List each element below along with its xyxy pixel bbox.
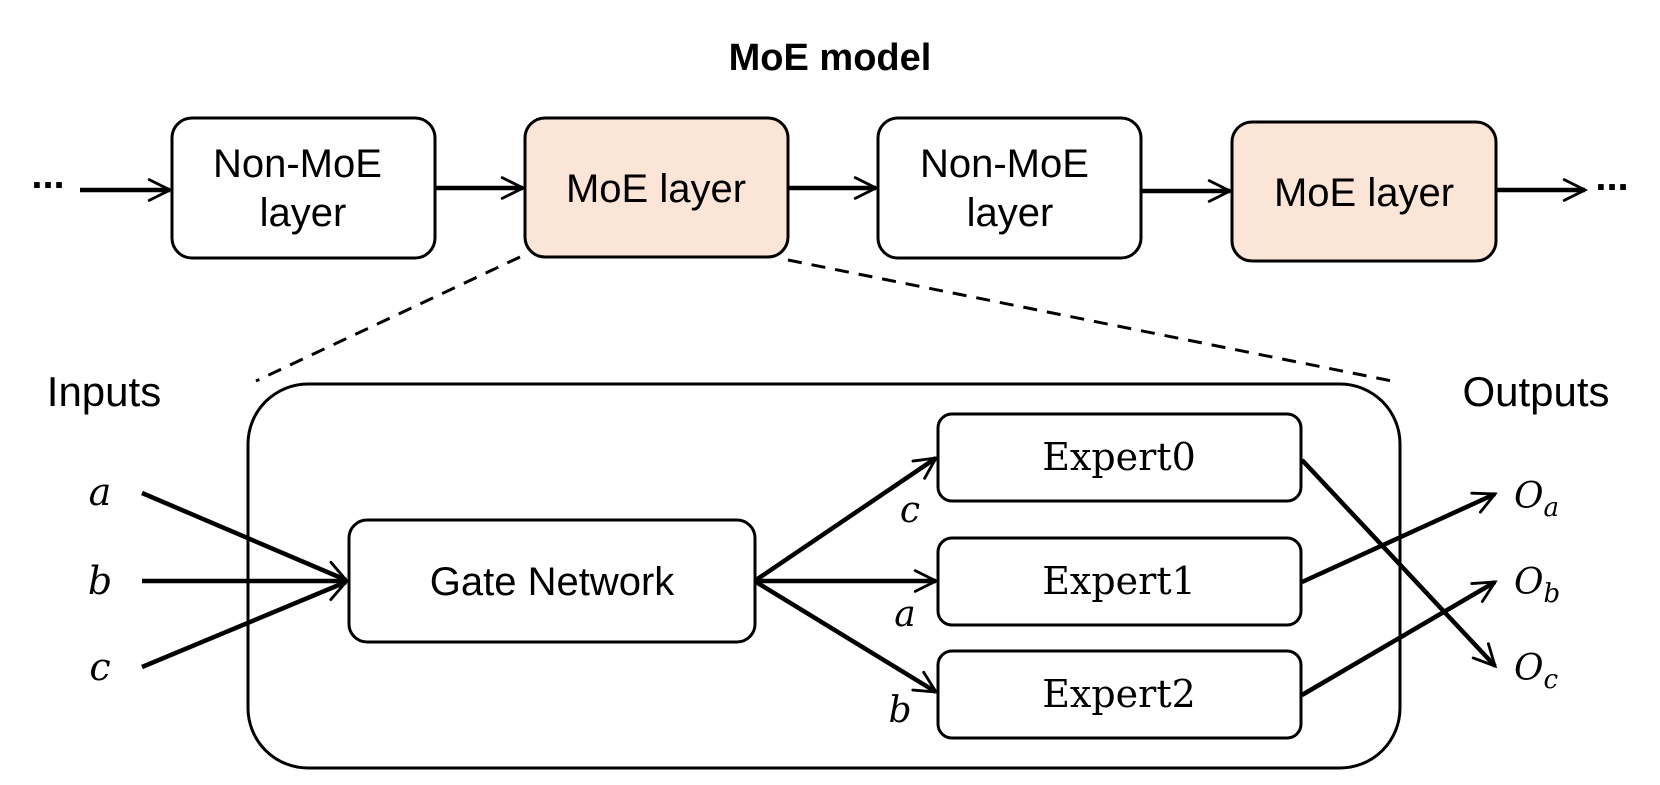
input-arrow-a: [141, 490, 346, 580]
input-arrows: [141, 490, 346, 670]
output-arrows: [1300, 458, 1495, 697]
inputs-heading: Inputs: [47, 368, 161, 415]
zoom-lines: [255, 255, 1393, 383]
route-label-expert1: a: [894, 594, 915, 635]
output-label-a: Oa: [1514, 476, 1559, 523]
route-arrow-expert0: [754, 456, 936, 582]
zoom-line-left: [255, 255, 521, 383]
ellipsis-left: ...: [31, 153, 64, 197]
input-label-b: b: [88, 559, 112, 603]
expert1-block: [936, 536, 1303, 627]
output-label-c-sub: c: [1544, 665, 1559, 695]
output-label-b-sub: b: [1544, 579, 1561, 609]
ellipsis-right: ...: [1595, 155, 1628, 199]
output-label-c-base: O: [1514, 648, 1544, 689]
non-moe-layer-label-2: Non-MoE layer: [920, 142, 1100, 235]
output-label-a-sub: a: [1544, 493, 1560, 523]
non-moe-layer-block-2: [876, 116, 1143, 260]
output-arrow-expert2: [1300, 580, 1495, 697]
input-arrow-c: [141, 582, 346, 670]
diagram-title: MoE model: [729, 37, 932, 79]
moe-layer-label-2: MoE layer: [1274, 171, 1454, 215]
input-label-c: c: [89, 645, 110, 689]
gate-routing-arrows: [754, 456, 936, 694]
gate-network-label: Gate Network: [430, 560, 676, 604]
output-label-a-base: O: [1514, 476, 1544, 517]
moe-layer-block-1: [523, 116, 790, 259]
expert1-label: Expert1: [1042, 559, 1196, 603]
non-moe-layer-block-1: [170, 116, 437, 260]
outputs-heading: Outputs: [1462, 368, 1609, 415]
output-label-c: Oc: [1514, 648, 1559, 695]
gate-network-block: [347, 518, 757, 644]
route-label-expert0: c: [900, 490, 920, 531]
non-moe-layer-label-1: Non-MoE layer: [213, 142, 393, 235]
expert2-label: Expert2: [1042, 672, 1196, 716]
zoom-line-right: [787, 258, 1393, 383]
route-label-expert2: b: [888, 690, 911, 731]
output-arrow-expert1: [1301, 494, 1495, 585]
moe-layer-label-1: MoE layer: [566, 167, 746, 211]
expert2-block: [936, 649, 1303, 740]
top-row-arrows: [80, 188, 1585, 191]
expert0-label: Expert0: [1042, 435, 1196, 479]
expert0-block: [936, 412, 1303, 503]
output-label-b-base: O: [1514, 562, 1544, 603]
moe-layer-expanded-container: [246, 382, 1402, 770]
moe-layer-block-2: [1230, 120, 1498, 263]
input-label-a: a: [89, 470, 112, 514]
output-label-b: Ob: [1514, 562, 1560, 609]
output-arrow-expert0: [1300, 458, 1495, 666]
route-arrow-expert2: [754, 580, 936, 694]
